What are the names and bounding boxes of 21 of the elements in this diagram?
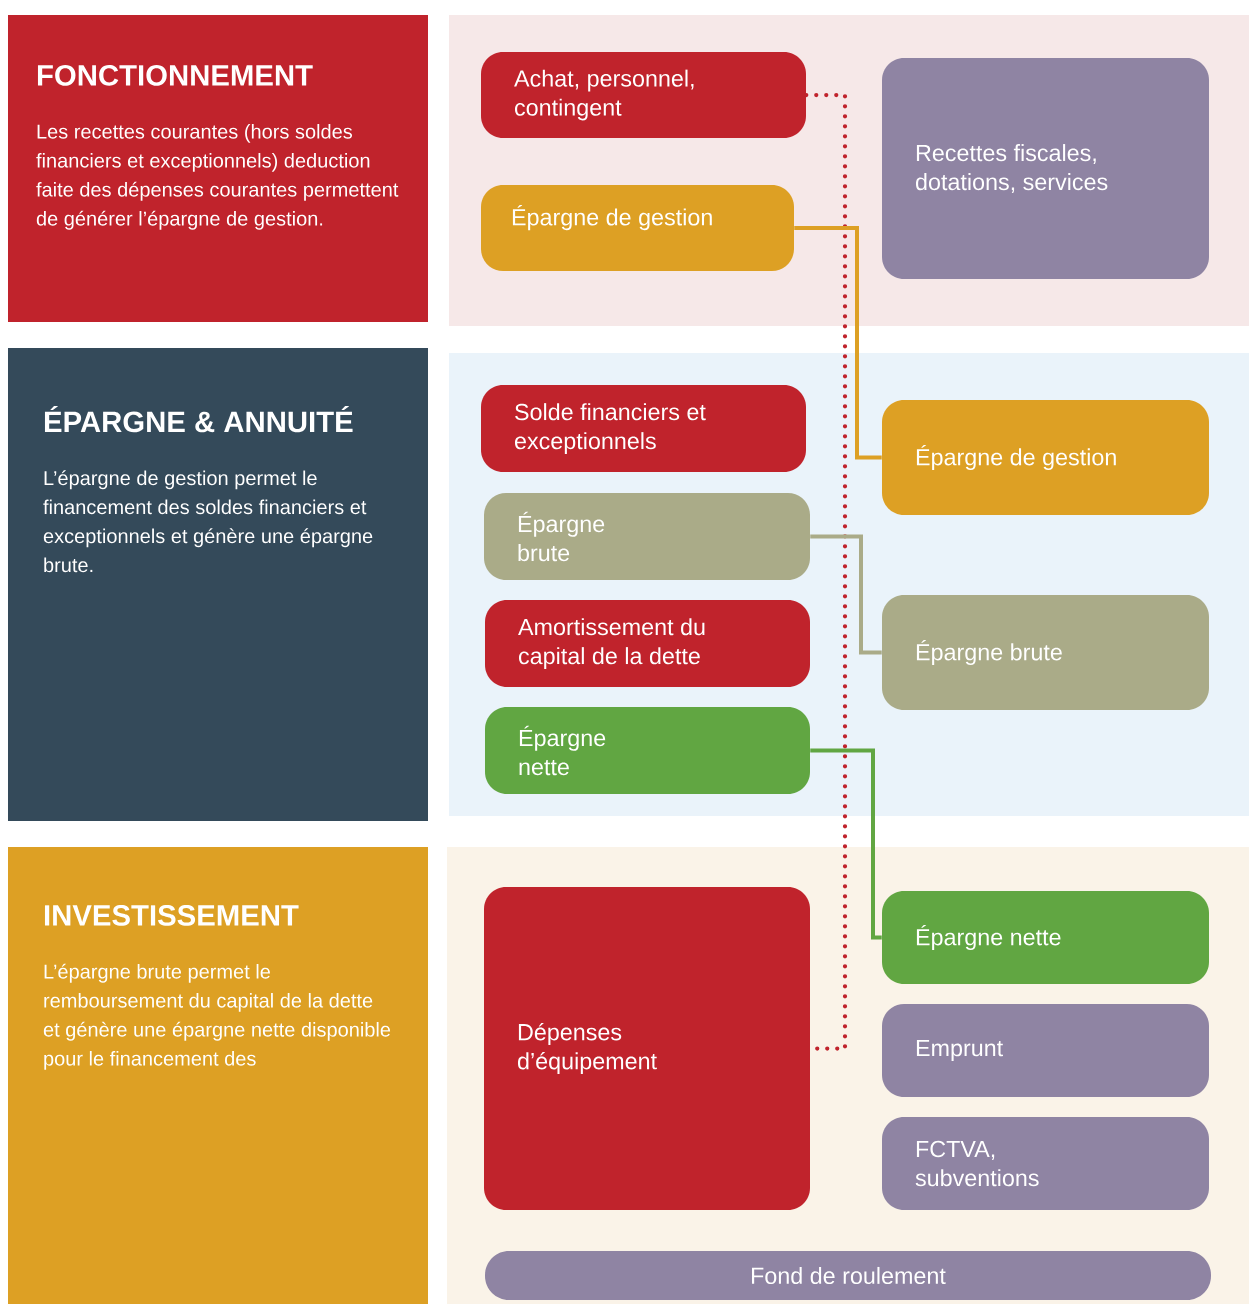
rounded-box: Achat, personnel, contingent (481, 52, 806, 138)
rounded-box: Épargne nette (485, 707, 810, 794)
rounded-box: Emprunt (882, 1004, 1209, 1097)
rounded-box: Dépenses d’équipement (484, 887, 810, 1210)
rounded-box: Épargne de gestion (481, 185, 794, 271)
section-panel: INVESTISSEMENT L’épargne brute permet le remboursement du capital de la dette et génère une épargne nette disponible pour le financement des (8, 847, 428, 1304)
rounded-box: Épargne brute (484, 493, 810, 580)
rounded-box: Amortissement du capital de la dette (485, 600, 810, 687)
rounded-box: FCTVA, subventions (882, 1117, 1209, 1210)
rounded-box: Solde financiers et exceptionnels (481, 385, 806, 472)
connector-line (804, 92, 848, 1051)
rounded-box: Fond de roulement (485, 1251, 1211, 1300)
rounded-box: Recettes fiscales, dotations, services (882, 58, 1209, 279)
connector-line (810, 748, 882, 940)
connector-line (810, 534, 882, 655)
rounded-box: Épargne brute (882, 595, 1209, 710)
rounded-box: Épargne nette (882, 891, 1209, 984)
rounded-box: Épargne de gestion (882, 400, 1209, 515)
connector-line (794, 226, 882, 460)
section-panel: FONCTIONNEMENT Les recettes courantes (hors soldes financiers et exceptionnels) deduction faite des dépenses courantes permettent de générer l’épargne de gestion. (8, 15, 428, 322)
section-panel: ÉPARGNE & ANNUITÉ L’épargne de gestion permet le financement des soldes financiers et exceptionnels et génère une épargne brute. (8, 348, 428, 821)
